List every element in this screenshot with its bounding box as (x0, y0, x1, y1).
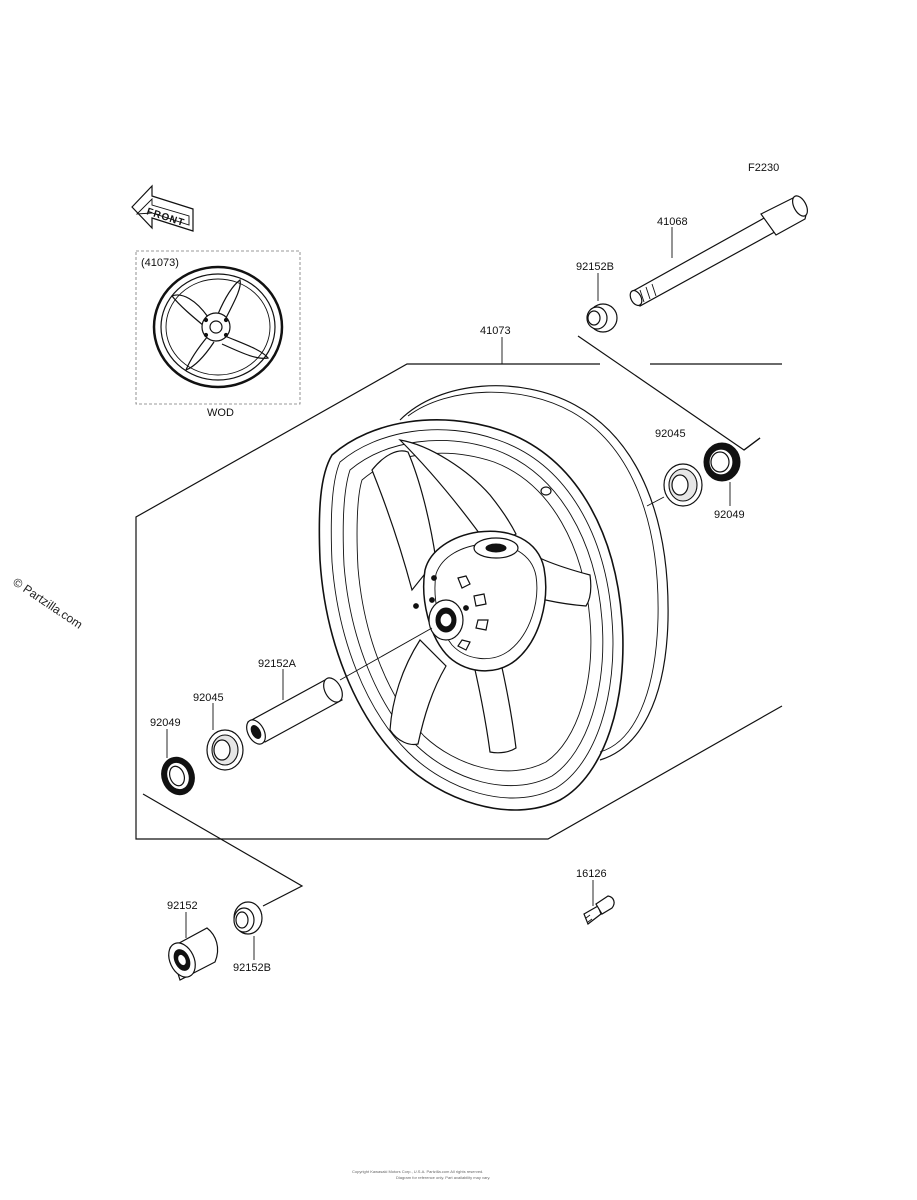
bearing-right-part (663, 463, 703, 507)
collar-lower-part (168, 927, 219, 981)
collar-top-part (586, 303, 618, 333)
wheel-illustration (318, 385, 669, 811)
assembly-frame (135, 363, 783, 840)
label-collar-lower-b: 92152B (233, 962, 271, 974)
seal-right-part (703, 442, 741, 482)
label-bearing-right: 92045 (655, 428, 686, 440)
valve-part (583, 895, 615, 925)
inset-caption: (41073) (141, 257, 179, 269)
label-collar-lower: 92152 (167, 900, 198, 912)
label-axle: 41068 (657, 216, 688, 228)
label-bearing-left: 92045 (193, 692, 224, 704)
label-seal-right: 92049 (714, 509, 745, 521)
inset-variant-box: (41073) WOD (135, 250, 301, 419)
label-wheel-assy: 41073 (480, 325, 511, 337)
axle-part (629, 195, 808, 307)
inset-wheel-icon (152, 265, 284, 389)
spacer-part (246, 677, 343, 745)
bearing-left-part (206, 729, 244, 771)
collar-lower-b-part (233, 901, 263, 935)
label-collar-top: 92152B (576, 261, 614, 273)
footer-line-1: Copyright Kawasaki Motors Corp., U.S.A. … (352, 1169, 483, 1174)
label-seal-left: 92049 (150, 717, 181, 729)
watermark: © Partzilla.com (10, 575, 85, 632)
diagram-code: F2230 (748, 162, 779, 174)
seal-left-part (161, 756, 195, 796)
footer-line-2: Diagram for reference only. Part availab… (396, 1175, 490, 1180)
front-arrow-icon: FRONT (131, 184, 194, 232)
label-spacer: 92152A (258, 658, 297, 670)
label-valve: 16126 (576, 868, 607, 880)
inset-variant: WOD (207, 407, 234, 419)
